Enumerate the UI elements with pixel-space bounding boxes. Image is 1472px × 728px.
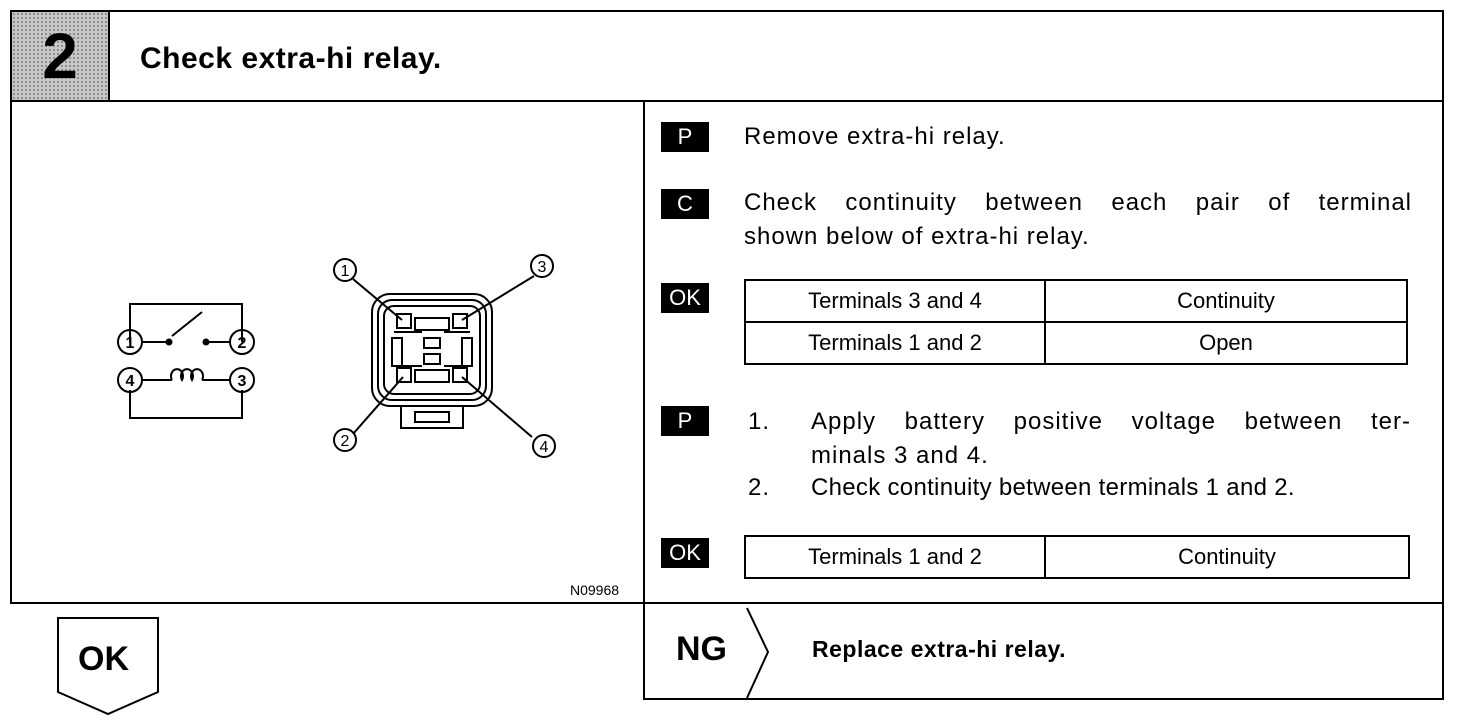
step-num-2: 2. bbox=[748, 474, 771, 501]
ok-label: OK bbox=[78, 640, 129, 678]
spec-cell: Open bbox=[1044, 321, 1408, 365]
step-text-1: Apply battery positive voltage between t… bbox=[811, 405, 1411, 473]
connector-terminal-3 bbox=[530, 254, 554, 278]
schematic-terminal-1 bbox=[117, 329, 143, 355]
table-row: Terminals 3 and 4 Continuity bbox=[744, 279, 1408, 323]
ng-label: NG bbox=[676, 630, 727, 668]
step-header: 2 Check extra-hi relay. bbox=[10, 10, 1444, 102]
connector-label-3: 3 bbox=[538, 259, 547, 276]
step-body bbox=[10, 100, 1444, 604]
badge-procedure-2: P bbox=[661, 406, 709, 436]
schematic-terminal-3 bbox=[229, 367, 255, 393]
step-title: Check extra-hi relay. bbox=[140, 42, 442, 75]
instruction-check-line-2: shown below of extra-hi relay. bbox=[744, 223, 1090, 250]
connector-label-4: 4 bbox=[540, 439, 549, 456]
spec-cell: Terminals 1 and 2 bbox=[744, 535, 1046, 579]
ng-result-box bbox=[645, 604, 1444, 700]
ng-chevron bbox=[746, 607, 770, 699]
schematic-label-4: 4 bbox=[126, 373, 135, 390]
badge-procedure: P bbox=[661, 122, 709, 152]
relay-schematic bbox=[117, 303, 255, 419]
connector-label-1: 1 bbox=[341, 263, 350, 280]
instruction-check-line-1: Check continuity between each pair of te… bbox=[744, 189, 1412, 216]
spec-cell: Continuity bbox=[1044, 535, 1410, 579]
badge-check: C bbox=[661, 189, 709, 219]
instruction-check: Check continuity between each pair of te… bbox=[744, 186, 1412, 254]
ok-arrow-box bbox=[57, 617, 159, 716]
schematic-label-3: 3 bbox=[238, 373, 247, 390]
spec-table-1: Terminals 3 and 4 Continuity Terminals 1… bbox=[744, 279, 1408, 365]
spec-cell: Continuity bbox=[1044, 279, 1408, 323]
schematic-terminal-2 bbox=[229, 329, 255, 355]
schematic-label-1: 1 bbox=[126, 335, 135, 352]
badge-ok-spec-2: OK bbox=[661, 538, 709, 568]
table-row: Terminals 1 and 2 Open bbox=[744, 321, 1408, 365]
step-text-2: Check continuity between terminals 1 and… bbox=[811, 474, 1295, 501]
spec-cell: Terminals 3 and 4 bbox=[744, 279, 1046, 323]
step-text-1-line-2: minals 3 and 4. bbox=[811, 442, 989, 469]
step-num-1: 1. bbox=[748, 408, 771, 435]
diagram-code: N09968 bbox=[570, 582, 620, 598]
relay-connector bbox=[333, 254, 556, 458]
instruction-remove: Remove extra-hi relay. bbox=[744, 123, 1006, 150]
spec-table-2: Terminals 1 and 2 Continuity bbox=[744, 535, 1410, 579]
schematic-label-2: 2 bbox=[238, 335, 247, 352]
table-row: Terminals 1 and 2 Continuity bbox=[744, 535, 1410, 579]
connector-label-2: 2 bbox=[341, 433, 350, 450]
connector-terminal-1 bbox=[333, 258, 357, 282]
step-number: 2 bbox=[12, 12, 110, 100]
connector-terminal-2 bbox=[333, 428, 357, 452]
ng-action: Replace extra-hi relay. bbox=[812, 636, 1066, 662]
schematic-terminal-4 bbox=[117, 367, 143, 393]
badge-ok-spec-1: OK bbox=[661, 283, 709, 313]
relay-diagram: 1 2 4 3 1 3 2 4 bbox=[117, 254, 556, 458]
column-divider bbox=[643, 100, 645, 700]
connector-terminal-4 bbox=[532, 434, 556, 458]
spec-cell: Terminals 1 and 2 bbox=[744, 321, 1046, 365]
step-text-1-line-1: Apply battery positive voltage between t… bbox=[811, 408, 1411, 435]
